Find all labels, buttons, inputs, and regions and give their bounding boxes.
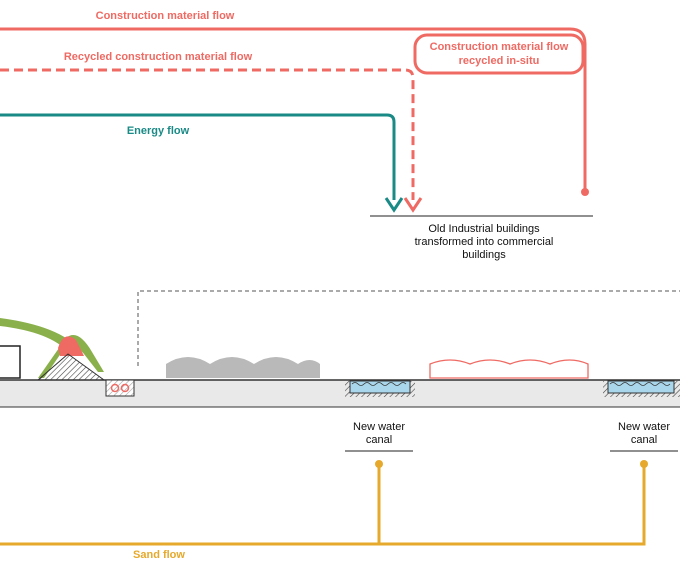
old-buildings-label-line1: Old Industrial buildings	[428, 223, 540, 235]
construction-flow-endpoint	[581, 188, 589, 196]
canal-a-label-line2: canal	[366, 434, 392, 446]
in-situ-box: Construction material flow recycled in-s…	[413, 33, 585, 75]
left-building-edge	[0, 345, 21, 379]
construction-flow-label: Construction material flow	[96, 10, 235, 22]
ground-strip	[0, 380, 680, 407]
red-material-pile	[58, 336, 84, 356]
canal-a-label-line1: New water	[353, 421, 405, 433]
sand-flow: Sand flow	[0, 460, 648, 561]
left-landscape	[0, 318, 135, 397]
water-canal-b: New water canal	[603, 380, 680, 452]
red-arch-outline	[429, 359, 589, 379]
sand-flow-node-a	[375, 460, 383, 468]
sand-flow-label: Sand flow	[133, 549, 185, 561]
hatched-mound	[36, 353, 106, 381]
recycled-construction-flow: Recycled construction material flow	[0, 51, 423, 213]
old-buildings-node: Old Industrial buildings transformed int…	[370, 215, 593, 261]
canal-b-label-line1: New water	[618, 421, 670, 433]
recycled-flow-label: Recycled construction material flow	[64, 51, 253, 63]
water-canal-a: New water canal	[345, 380, 415, 452]
energy-flow-arrowhead	[384, 197, 404, 213]
sand-flow-node-b	[640, 460, 648, 468]
sand-flow-line	[0, 465, 646, 546]
grey-mound-row	[166, 357, 320, 378]
recycled-flow-arrowhead	[403, 197, 423, 213]
energy-flow-line	[0, 113, 396, 200]
green-slope	[38, 335, 104, 378]
energy-flow-label: Energy flow	[127, 125, 190, 137]
old-buildings-label-line2: transformed into commercial	[415, 236, 554, 248]
construction-material-flow: Construction material flow	[0, 10, 589, 196]
in-situ-label-line1: Construction material flow	[430, 41, 569, 53]
recycled-flow-line	[0, 68, 415, 200]
old-buildings-label-line3: buildings	[462, 249, 506, 261]
site-boundary-dashed	[137, 290, 680, 366]
construction-flow-line	[0, 27, 587, 190]
canal-b-label-line2: canal	[631, 434, 657, 446]
ground-section	[0, 379, 680, 408]
in-situ-label-line2: recycled in-situ	[459, 55, 540, 67]
energy-flow: Energy flow	[0, 113, 404, 213]
